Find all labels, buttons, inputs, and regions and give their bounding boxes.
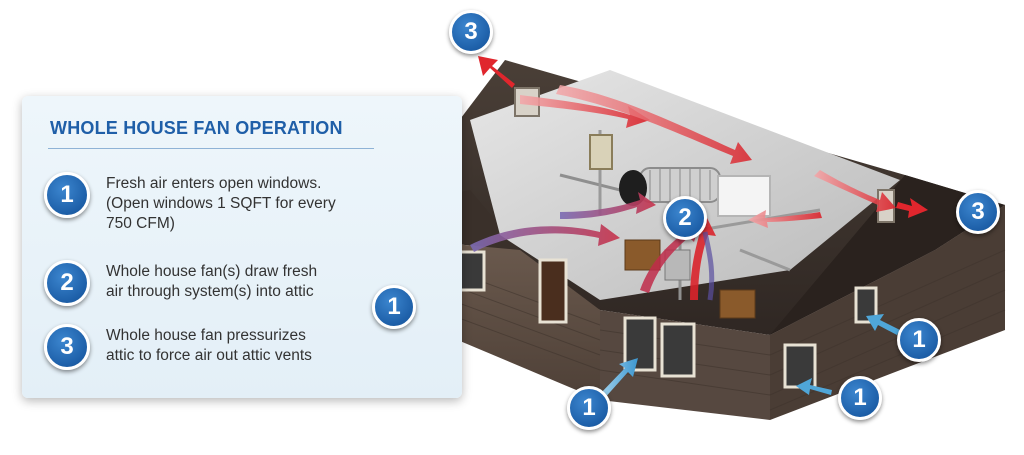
- callout-window-front: 1: [567, 386, 611, 430]
- callout-window-side-low: 1: [838, 376, 882, 420]
- legend-title: WHOLE HOUSE FAN OPERATION: [50, 118, 343, 138]
- step-1-text: Fresh air enters open windows. (Open win…: [106, 175, 336, 232]
- legend-step-3: 3 Whole house fan pressurizes attic to f…: [44, 324, 454, 394]
- callout-window-left: 1: [372, 285, 416, 329]
- step-2-badge: 2: [44, 260, 90, 306]
- legend-panel: WHOLE HOUSE FAN OPERATION 1 Fresh air en…: [22, 96, 462, 398]
- step-2-text: Whole house fan(s) draw fresh air throug…: [106, 263, 318, 300]
- step-3-badge: 3: [44, 324, 90, 370]
- exhaust-arrow-top: [478, 56, 515, 88]
- windows: [430, 246, 878, 389]
- legend-step-2: 2 Whole house fan(s) draw fresh air thro…: [44, 260, 454, 330]
- step-3-text: Whole house fan pressurizes attic to for…: [106, 327, 312, 364]
- intake-arrow-front: [598, 358, 638, 400]
- exhaust-arrow-side: [896, 198, 928, 218]
- callout-exhaust-top: 3: [449, 10, 493, 54]
- side-wall: [770, 205, 1005, 420]
- callout-exhaust-gable: 3: [956, 190, 1000, 234]
- legend-step-1: 1 Fresh air enters open windows. (Open w…: [44, 172, 454, 242]
- intake-arrow-side-high: [866, 314, 900, 335]
- fan-grille: [717, 175, 771, 217]
- callout-window-side-high: 1: [897, 318, 941, 362]
- intake-arrow-side-low: [796, 378, 832, 395]
- legend-divider: [48, 148, 374, 149]
- step-1-badge: 1: [44, 172, 90, 218]
- roof-right-slope: [770, 175, 1005, 335]
- callout-fan: 2: [663, 196, 707, 240]
